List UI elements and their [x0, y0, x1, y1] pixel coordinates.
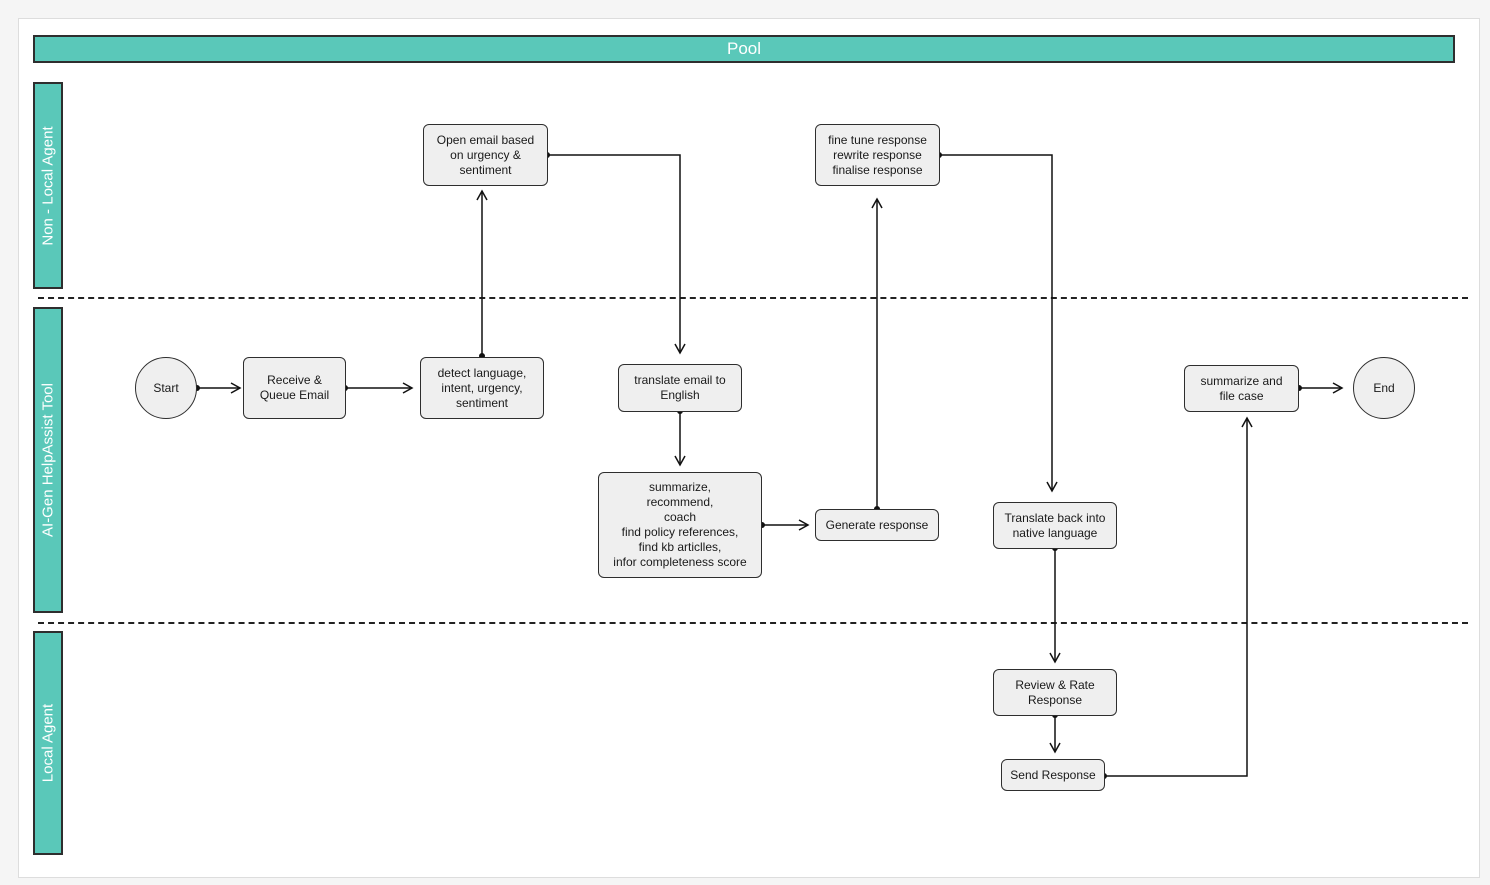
task-detect-language[interactable]: detect language, intent, urgency, sentim… [420, 357, 544, 419]
node-label: Translate back into native language [1004, 510, 1106, 540]
task-review-rate-response[interactable]: Review & Rate Response [993, 669, 1117, 716]
lane-divider [38, 622, 1468, 624]
node-label: summarize, recommend, coach find policy … [613, 480, 747, 569]
end-event[interactable]: End [1353, 357, 1415, 419]
task-receive-queue-email[interactable]: Receive & Queue Email [243, 357, 346, 419]
task-open-email[interactable]: Open email based on urgency & sentiment [423, 124, 548, 186]
task-summarize-file-case[interactable]: summarize and file case [1184, 365, 1299, 412]
task-translate-back[interactable]: Translate back into native language [993, 502, 1117, 549]
task-fine-tune-response[interactable]: fine tune response rewrite response fina… [815, 124, 940, 186]
task-generate-response[interactable]: Generate response [815, 509, 939, 541]
node-label: Start [153, 381, 179, 395]
connector-finetune-translateback [939, 154, 1058, 493]
lane-non-local-agent: Non - Local Agent [33, 82, 63, 289]
node-label: translate email to English [634, 373, 726, 402]
node-label: End [1373, 381, 1395, 395]
lane-divider [38, 297, 1468, 299]
pool-header: Pool [33, 35, 1455, 63]
node-label: summarize and file case [1200, 373, 1283, 403]
lane-ai-gen-helpassist-tool: AI-Gen HelpAssist Tool [33, 307, 63, 613]
diagram-canvas [18, 18, 1480, 878]
connector-open-translate [547, 154, 686, 355]
node-label: Review & Rate Response [1015, 677, 1095, 707]
node-label: Generate response [825, 517, 929, 532]
start-event[interactable]: Start [135, 357, 197, 419]
task-translate-to-english[interactable]: translate email to English [618, 364, 742, 412]
task-send-response[interactable]: Send Response [1001, 759, 1105, 791]
node-label: Open email based on urgency & sentiment [436, 132, 535, 177]
lane-local-agent: Local Agent [33, 631, 63, 855]
task-summarize-recommend[interactable]: summarize, recommend, coach find policy … [598, 472, 762, 578]
node-label: Receive & Queue Email [259, 373, 330, 402]
node-label: detect language, intent, urgency, sentim… [437, 365, 527, 410]
pool-title: Pool [726, 39, 762, 58]
node-label: fine tune response rewrite response fina… [828, 132, 927, 177]
connector-send-summarizefile [1104, 416, 1253, 777]
node-label: Send Response [1010, 767, 1096, 782]
